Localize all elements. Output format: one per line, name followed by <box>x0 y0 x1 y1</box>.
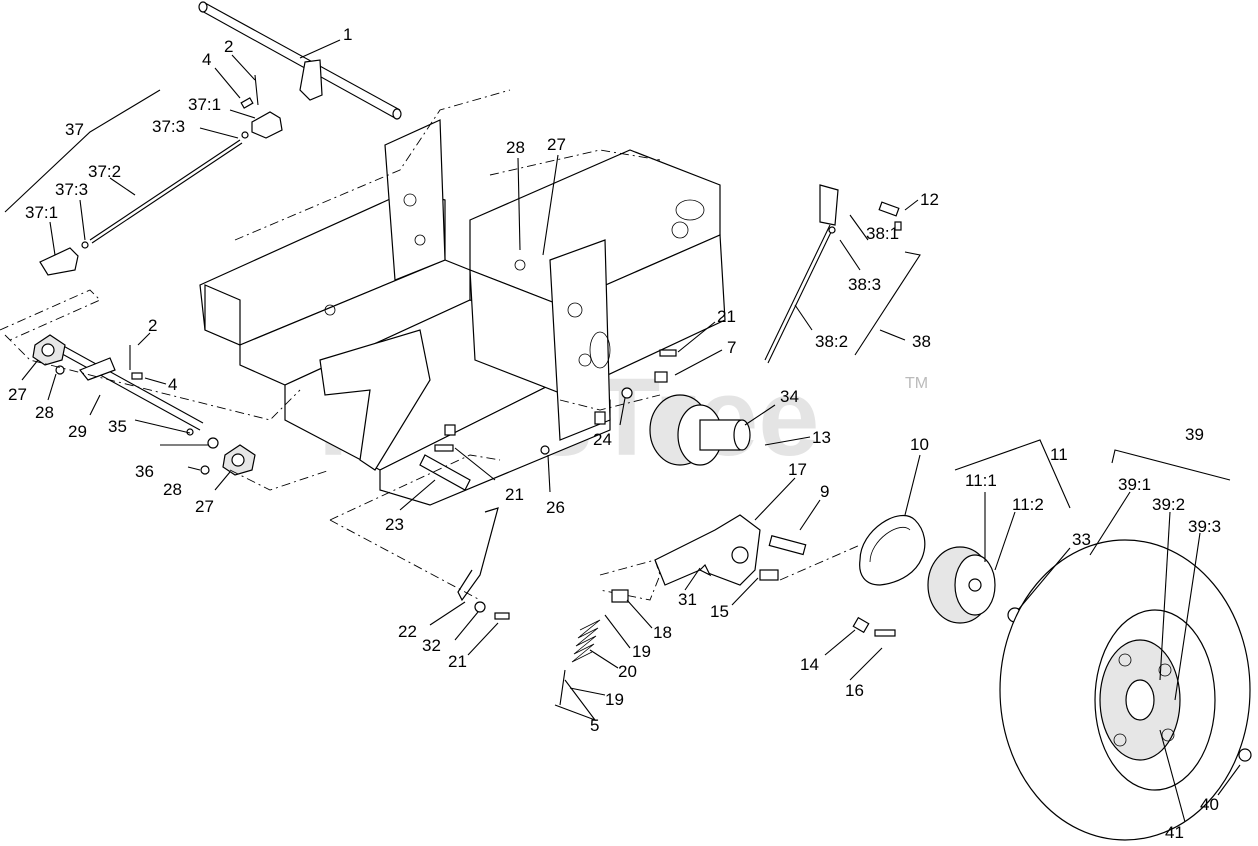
shaft-29 <box>32 334 256 476</box>
callout-37-1: 37:1 <box>25 203 58 222</box>
callout-27: 27 <box>547 135 566 154</box>
callout-4: 4 <box>202 50 211 69</box>
callout-13: 13 <box>812 428 831 447</box>
callout-11-1: 11:1 <box>965 471 997 490</box>
brake-drum-11 <box>852 546 1023 637</box>
callout-21: 21 <box>717 307 736 326</box>
callout-38: 38 <box>912 332 931 351</box>
callout-28: 28 <box>506 138 525 157</box>
callout-28: 28 <box>35 403 54 422</box>
callout-21: 21 <box>505 485 524 504</box>
callout-22: 22 <box>398 622 417 641</box>
callout-11: 11 <box>1050 445 1068 464</box>
callout-37-1: 37:1 <box>188 95 221 114</box>
callout-37-3: 37:3 <box>55 180 88 199</box>
lever-22 <box>419 454 510 620</box>
callout-35: 35 <box>108 417 127 436</box>
callout-16: 16 <box>845 681 864 700</box>
callout-26: 26 <box>546 498 565 517</box>
callout-21: 21 <box>448 652 467 671</box>
callout-7: 7 <box>727 338 736 357</box>
callout-38-2: 38:2 <box>815 332 848 351</box>
callout-39: 39 <box>1185 425 1204 444</box>
callout-36: 36 <box>135 462 154 481</box>
callout-41: 41 <box>1165 823 1184 842</box>
callout-12: 12 <box>920 190 939 209</box>
callout-31: 31 <box>678 590 697 609</box>
callout-9: 9 <box>820 482 829 501</box>
callout-34: 34 <box>780 387 799 406</box>
callout-11-2: 11:2 <box>1012 495 1044 514</box>
callout-37-2: 37:2 <box>88 162 121 181</box>
callout-17: 17 <box>788 460 807 479</box>
callout-19: 19 <box>605 690 624 709</box>
callout-10: 10 <box>910 435 929 454</box>
brake-band-10 <box>859 514 926 586</box>
callout-15: 15 <box>710 602 729 621</box>
callout-24: 24 <box>593 430 612 449</box>
callout-2: 2 <box>224 37 233 56</box>
brake-bracket-17 <box>654 514 807 586</box>
leader-lines <box>4 39 1241 823</box>
rod-assembly-37 <box>39 74 283 276</box>
spring-20 <box>559 589 629 706</box>
callout-20: 20 <box>618 662 637 681</box>
callout-27: 27 <box>195 497 214 516</box>
callout-27: 27 <box>8 385 27 404</box>
callout-39-3: 39:3 <box>1188 517 1221 536</box>
callout-37: 37 <box>65 120 84 139</box>
callout-5: 5 <box>590 716 599 735</box>
callout-labels: 1 2 4 37:1 37:3 37 37:2 37:3 37:1 28 27 … <box>8 25 1221 842</box>
callout-32: 32 <box>422 636 441 655</box>
callout-29: 29 <box>68 422 87 441</box>
callout-18: 18 <box>653 623 672 642</box>
callout-2: 2 <box>148 316 157 335</box>
callout-23: 23 <box>385 515 404 534</box>
callout-33: 33 <box>1072 530 1091 549</box>
pump-34 <box>540 387 751 466</box>
callout-37-3: 37:3 <box>152 117 185 136</box>
callout-4: 4 <box>168 375 177 394</box>
watermark-trademark: TM <box>905 375 928 392</box>
rod-assembly-38 <box>764 184 902 364</box>
callout-1: 1 <box>343 25 352 44</box>
callout-14: 14 <box>800 655 819 674</box>
callout-28: 28 <box>163 480 182 499</box>
callout-39-1: 39:1 <box>1118 475 1151 494</box>
callout-40: 40 <box>1200 795 1219 814</box>
callout-39-2: 39:2 <box>1152 495 1185 514</box>
callout-19: 19 <box>632 642 651 661</box>
callout-38-1: 38:1 <box>866 224 899 243</box>
callout-38-3: 38:3 <box>848 275 881 294</box>
bolts-group <box>434 349 677 452</box>
shaft-1 <box>198 1 402 120</box>
